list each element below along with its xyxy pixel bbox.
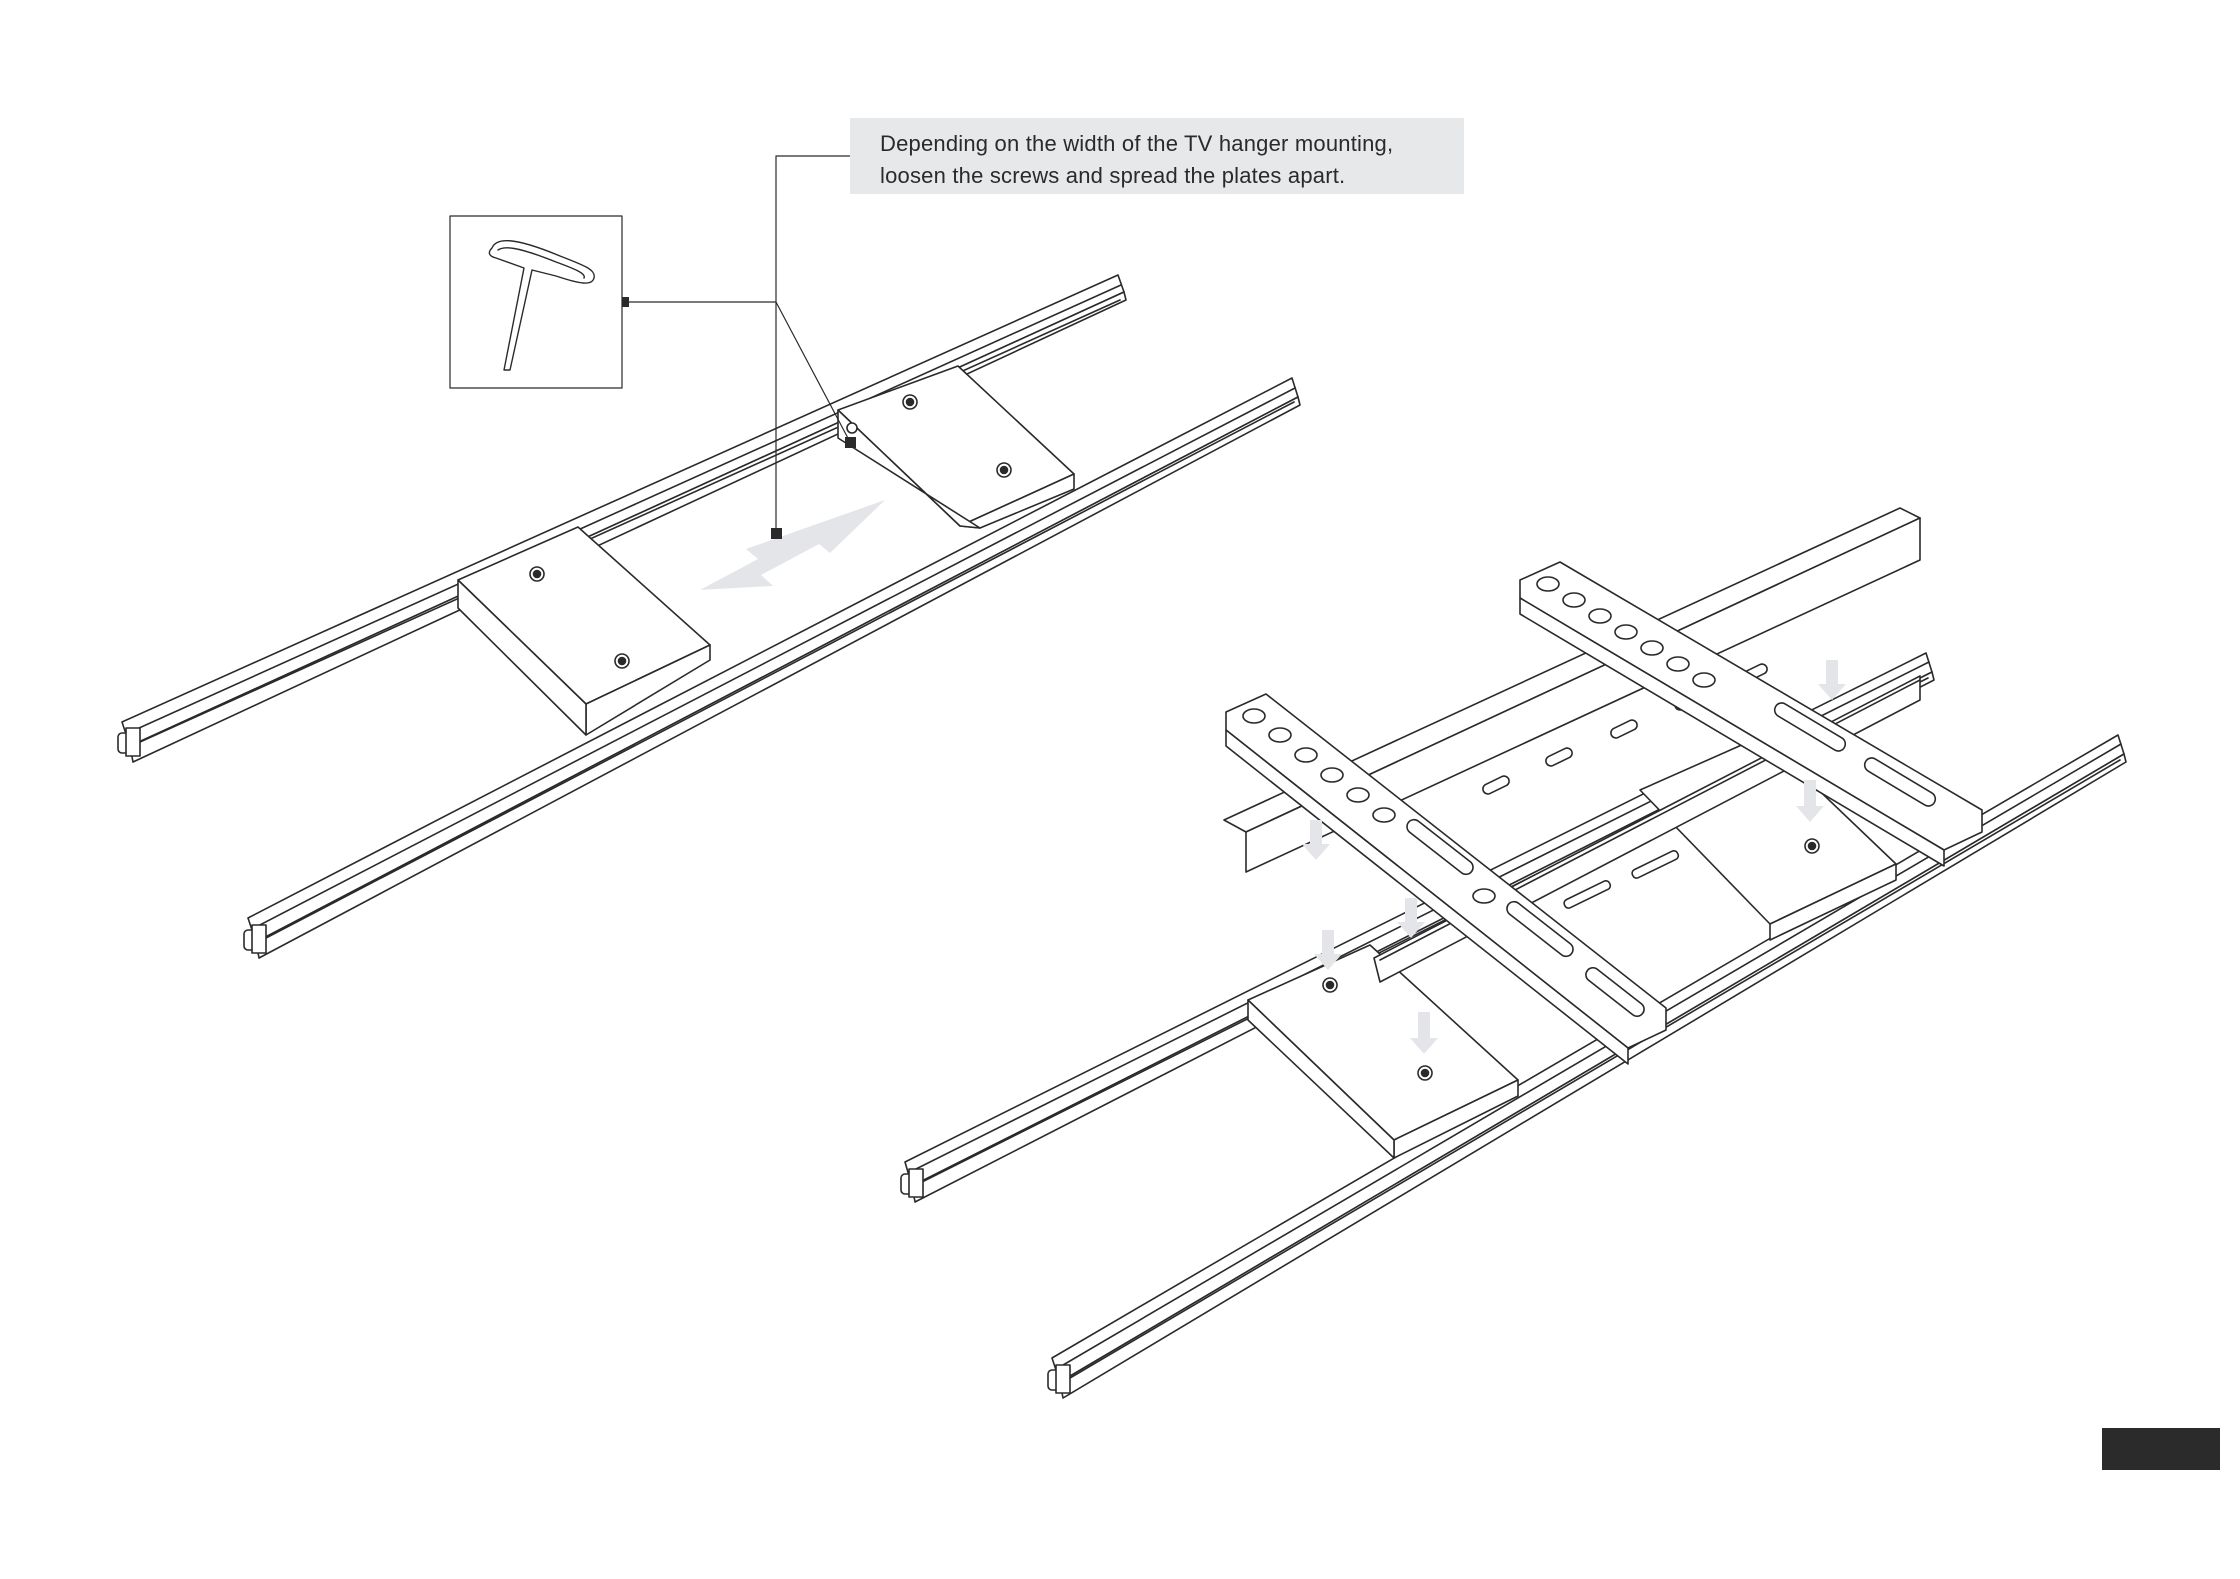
placement-arrows [1302,660,1846,1054]
sliding-plate-left [457,526,711,736]
tv-bracket-right [1519,561,1983,867]
instruction-line-2: loosen the screws and spread the plates … [880,163,1346,188]
callout-leader [619,155,856,539]
rail-front [243,377,1301,959]
instruction-callout: Depending on the width of the TV hanger … [850,118,1464,194]
page-tab [2102,1428,2220,1470]
sliding-plate-right [837,365,1075,529]
sliding-plate-bottom-left [1247,944,1519,1159]
spread-direction-arrow [698,500,885,590]
rail-assembly-top [117,155,1301,959]
instruction-line-1: Depending on the width of the TV hanger … [880,131,1394,156]
tv-bracket-left [1225,693,1667,1065]
sliding-plate-bottom-right [1639,735,1897,941]
tool-box [449,215,623,389]
allen-key-icon [488,239,595,371]
rail-assembly-bottom [900,507,2127,1399]
